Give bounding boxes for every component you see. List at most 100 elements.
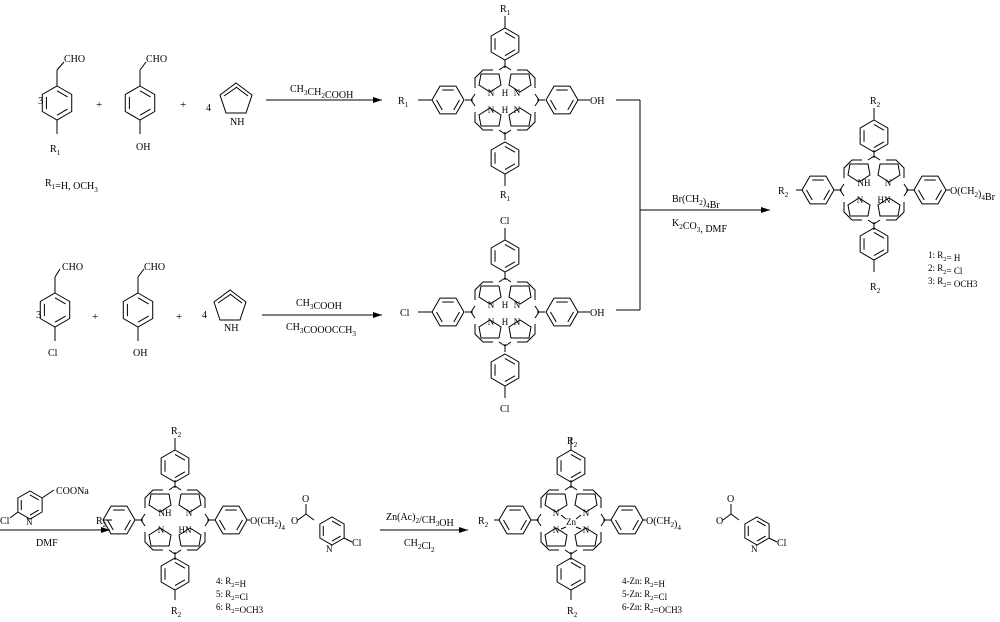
hydroxyl-label: OH <box>590 96 604 107</box>
r1-substituent: R1 <box>500 4 511 17</box>
plus-sign: + <box>176 311 182 323</box>
compound-label: 4-Zn: R2=H <box>622 576 666 589</box>
arrow-head <box>101 527 110 533</box>
aryl-ring-left <box>431 297 465 327</box>
nitrogen-atom: N <box>751 544 758 554</box>
chloro-label: Cl <box>400 308 410 319</box>
compound-label: 6: R2=OCH3 <box>216 602 264 615</box>
linker-label: O(CH2)4Br <box>950 186 996 203</box>
r2-substituent: R2 <box>478 516 489 529</box>
hydroxybenzaldehyde-ring <box>124 85 156 121</box>
r2-substituent: R2 <box>567 436 578 449</box>
chloro-label: Cl <box>352 538 362 549</box>
coefficient: 4 <box>202 310 207 321</box>
aryl-ring-top <box>490 239 520 273</box>
oxygen-atom: O <box>302 494 309 505</box>
hydroxyl-label: OH <box>133 348 147 359</box>
oxygen-atom: O <box>716 516 723 527</box>
bond-line <box>343 537 353 543</box>
bond-line <box>56 61 65 71</box>
aryl-ring-bottom <box>859 227 889 261</box>
compound-label: 1: R2= H <box>928 250 961 263</box>
oxygen-atom: O <box>727 494 734 505</box>
chlorobenzaldehyde-ring <box>39 292 71 328</box>
aryl-ring-right <box>545 297 579 327</box>
r2-substituent: R2 <box>567 606 578 619</box>
r1-substituent: R1 <box>50 144 61 157</box>
aryl-ring-right <box>610 505 644 535</box>
aldehyde-label: CHO <box>144 262 165 273</box>
nitrogen-atom: N <box>488 88 495 98</box>
bond-line <box>722 513 732 521</box>
bond-line <box>730 513 740 521</box>
coefficient: 4 <box>206 103 211 114</box>
pyrrole-molecule-2 <box>213 289 247 321</box>
chloro-label: Cl <box>500 404 510 415</box>
nitrogen-atom: N <box>514 300 521 310</box>
nitrogen-atom: N <box>553 525 560 535</box>
bond-line <box>9 511 19 519</box>
nitrogen-atom: N <box>514 88 521 98</box>
r1-substituent: R1 <box>398 96 409 109</box>
carboxylate-label: COONa <box>56 486 89 497</box>
pyridine-ring <box>319 516 345 546</box>
bond-line <box>137 268 145 278</box>
aryl-ring-right <box>913 175 947 205</box>
aryl-ring-right <box>214 505 248 535</box>
aryl-ring-left <box>431 85 465 115</box>
aldehyde-label: CHO <box>64 54 85 65</box>
chloro-label: Cl <box>777 538 787 549</box>
hydroxyl-label: OH <box>136 142 150 153</box>
plus-sign: + <box>92 311 98 323</box>
nh-label: NH <box>224 323 238 334</box>
pyridine-ring <box>17 490 43 520</box>
r2-substituent: R2 <box>96 516 107 529</box>
arrow-head <box>459 527 468 533</box>
nitrogen-atom: N <box>326 544 333 554</box>
aryl-ring-left <box>102 505 136 535</box>
linker-label: O(CH2)4 <box>646 516 681 532</box>
arrow-head <box>373 97 382 103</box>
benzaldehyde-ring <box>41 85 73 121</box>
chloro-label: Cl <box>48 348 58 359</box>
condition-label: CH3COOH <box>296 298 342 312</box>
chloro-label: Cl <box>0 516 10 527</box>
r1-substituent: R1 <box>500 190 511 203</box>
hn-group: HN <box>179 525 192 535</box>
hydrogen-atom: H <box>502 88 509 98</box>
nitrogen-atom: N <box>583 525 590 535</box>
nitrogen-atom: N <box>857 195 864 205</box>
compound-label: 5: R2=Cl <box>216 589 249 602</box>
r2-substituent: R2 <box>870 96 881 109</box>
bond-line <box>41 489 55 499</box>
porphyrin-core <box>465 60 545 140</box>
bond-line <box>305 513 315 521</box>
compound-label: 4: R2=H <box>216 576 247 589</box>
plus-sign: + <box>96 99 102 111</box>
aryl-ring-top <box>859 119 889 153</box>
pyrrole-molecule <box>219 82 253 114</box>
hydrogen-atom: H <box>502 105 509 115</box>
bond-line <box>139 61 147 71</box>
aryl-ring-bottom <box>160 557 190 591</box>
condition-label: K2CO3, DMF <box>672 218 727 235</box>
nitrogen-atom: N <box>885 178 892 188</box>
hydrogen-atom: H <box>502 300 509 310</box>
compound-label: 2: R2= Cl <box>928 263 963 276</box>
coefficient: 3 <box>38 95 44 107</box>
r2-substituent: R2 <box>171 606 182 619</box>
nitrogen-atom: N <box>26 517 33 527</box>
nitrogen-atom: N <box>553 508 560 518</box>
hn-group: HN <box>878 195 891 205</box>
nitrogen-atom: N <box>488 300 495 310</box>
porphyrin-core <box>135 480 215 560</box>
nitrogen-atom: N <box>583 508 590 518</box>
zinc-atom: Zn <box>566 517 576 527</box>
porphyrin-core <box>465 272 545 352</box>
aryl-ring-bottom <box>556 557 586 591</box>
nitrogen-atom: N <box>514 105 521 115</box>
porphyrin-core <box>531 480 611 560</box>
condition-label: CH3COOOCCH3 <box>286 322 356 338</box>
arrow-head <box>761 207 770 213</box>
condition-label: CH2Cl2 <box>404 538 435 554</box>
